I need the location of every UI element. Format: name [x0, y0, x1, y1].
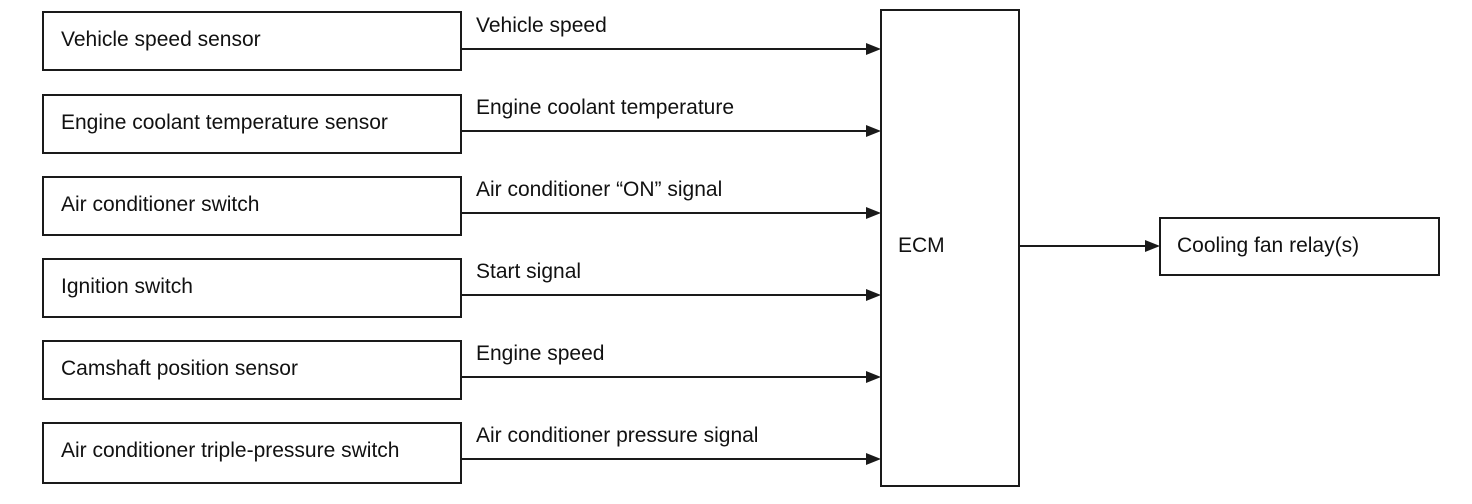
- arrowhead-icon: [866, 125, 881, 137]
- input-box: [42, 176, 462, 236]
- input-source-label: Vehicle speed sensor: [61, 28, 261, 51]
- input-source-label: Camshaft position sensor: [61, 357, 298, 380]
- output-label: Cooling fan relay(s): [1177, 234, 1359, 257]
- input-box: [42, 258, 462, 318]
- signal-line-engine-speed: Engine speed: [461, 342, 881, 383]
- input-source-label: Ignition switch: [61, 275, 193, 298]
- input-box: [42, 94, 462, 154]
- signal-line-start-signal: Start signal: [461, 260, 881, 301]
- ecm-label: ECM: [898, 234, 945, 257]
- signal-line-engine-coolant-temperature: Engine coolant temperature: [461, 96, 881, 137]
- input-source-label: Air conditioner triple-pressure switch: [61, 439, 399, 462]
- signal-label: Engine speed: [476, 342, 604, 365]
- arrowhead-icon: [866, 371, 881, 383]
- output-line-cooling-fan: [1019, 240, 1160, 252]
- arrowhead-icon: [1145, 240, 1160, 252]
- arrowhead-icon: [866, 289, 881, 301]
- signal-label: Air conditioner pressure signal: [476, 424, 758, 447]
- output-block-cooling-fan-relays: Cooling fan relay(s): [1159, 217, 1440, 276]
- input-block-engine-coolant-temperature-sensor: Engine coolant temperature sensor: [42, 94, 462, 154]
- input-block-air-conditioner-triple-pressure-switch: Air conditioner triple-pressure switch: [42, 422, 462, 484]
- signal-label: Start signal: [476, 260, 581, 283]
- signal-label: Vehicle speed: [476, 14, 607, 37]
- arrowhead-icon: [866, 207, 881, 219]
- input-block-camshaft-position-sensor: Camshaft position sensor: [42, 340, 462, 400]
- ecm-block: ECM: [880, 9, 1020, 487]
- signal-line-air-conditioner-pressure: Air conditioner pressure signal: [461, 424, 881, 465]
- signal-line-vehicle-speed: Vehicle speed: [461, 14, 881, 55]
- input-source-label: Engine coolant temperature sensor: [61, 111, 388, 134]
- input-source-label: Air conditioner switch: [61, 193, 259, 216]
- input-block-ignition-switch: Ignition switch: [42, 258, 462, 318]
- signal-label: Engine coolant temperature: [476, 96, 734, 119]
- input-box: [42, 340, 462, 400]
- signal-label: Air conditioner “ON” signal: [476, 178, 722, 201]
- input-box: [42, 422, 462, 484]
- input-block-air-conditioner-switch: Air conditioner switch: [42, 176, 462, 236]
- arrowhead-icon: [866, 453, 881, 465]
- arrowhead-icon: [866, 43, 881, 55]
- ecm-box: [880, 9, 1020, 487]
- output-box: [1159, 217, 1440, 276]
- input-block-vehicle-speed-sensor: Vehicle speed sensor: [42, 11, 462, 71]
- input-box: [42, 11, 462, 71]
- signal-line-air-conditioner-on: Air conditioner “ON” signal: [461, 178, 881, 219]
